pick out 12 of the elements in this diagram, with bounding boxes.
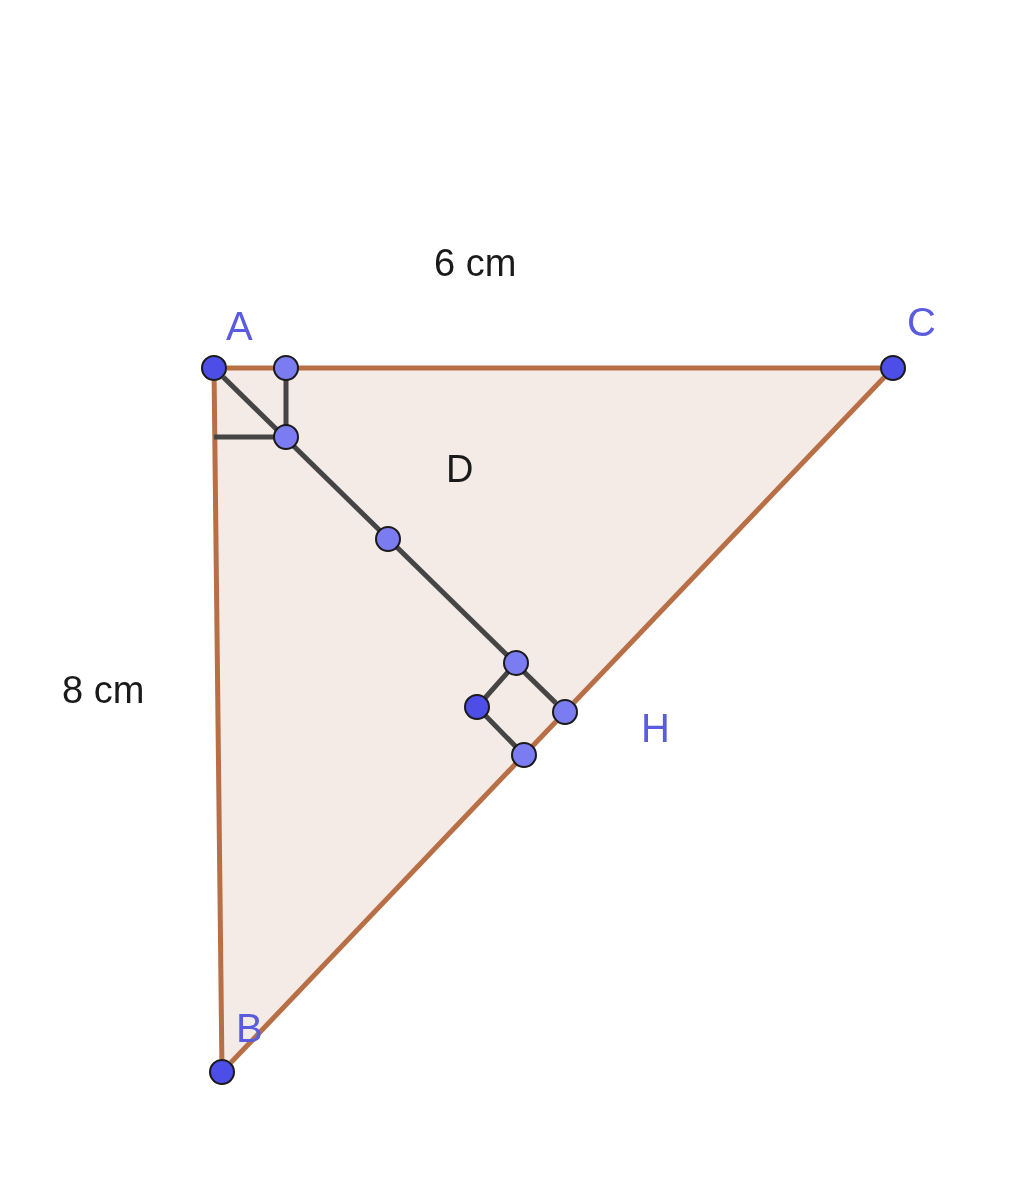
line-segment <box>572 375 886 705</box>
line-segment <box>221 375 558 705</box>
line-segment <box>211 380 225 1060</box>
point-label: C <box>907 302 936 342</box>
point-label: A <box>226 306 253 346</box>
line-segment <box>227 365 880 371</box>
line-segment <box>229 719 558 1065</box>
region-label: D <box>446 450 474 488</box>
length-label: 6 cm <box>434 244 517 282</box>
length-label: 8 cm <box>62 671 145 709</box>
point-label: H <box>641 708 670 748</box>
point-label: B <box>236 1008 263 1048</box>
